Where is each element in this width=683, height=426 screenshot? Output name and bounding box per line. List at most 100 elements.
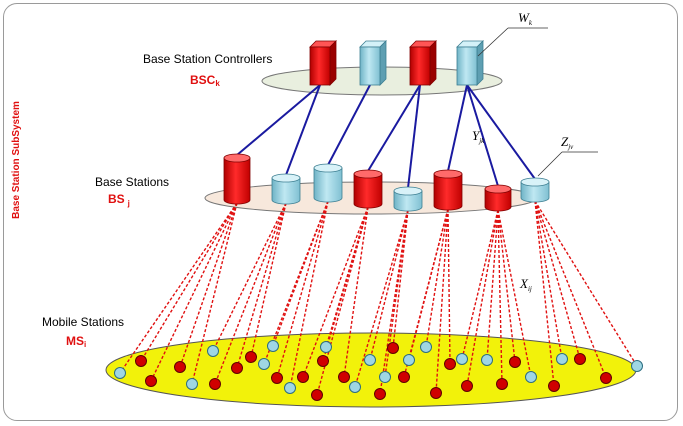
mobile-station-dot — [186, 378, 198, 390]
mobile-station-dot — [387, 342, 399, 354]
mobile-stations-plane — [105, 332, 637, 408]
svg-text:Wk: Wk — [518, 10, 533, 27]
mobile-station-dot — [317, 355, 329, 367]
station-link — [191, 202, 238, 385]
mobile-station-dot — [631, 360, 643, 372]
station-link — [497, 209, 503, 385]
svg-text:Xij: Xij — [519, 276, 532, 293]
station-link — [534, 200, 555, 387]
mobile-station-dot — [145, 375, 157, 387]
mobile-station-dot — [600, 372, 612, 384]
controller-link-group — [236, 84, 536, 189]
callout-w: Wk — [477, 10, 548, 57]
mobile-station-dot — [135, 355, 147, 367]
station-link — [392, 209, 409, 349]
ms-symbol: MSi — [66, 334, 86, 349]
station-link — [289, 200, 329, 389]
station-link — [276, 200, 329, 379]
bsc-title: Base Station Controllers — [143, 52, 272, 66]
mobile-station-dot — [207, 345, 219, 357]
mobile-station-dot — [349, 381, 361, 393]
mobile-station-dot — [525, 371, 537, 383]
mobile-station-dot — [556, 353, 568, 365]
station-link — [119, 202, 238, 374]
station-link — [534, 200, 607, 379]
mobile-station-dot — [245, 351, 257, 363]
station-link — [534, 200, 581, 360]
mobile-station-dot — [267, 340, 279, 352]
controller-link — [236, 84, 321, 156]
mobile-station-dot — [209, 378, 221, 390]
mobile-station-dot — [509, 356, 521, 368]
controller-box — [409, 40, 437, 86]
callout-x: Xij — [519, 276, 532, 293]
mobile-station-dot — [403, 354, 415, 366]
station-link — [435, 208, 449, 394]
station-link — [325, 206, 369, 348]
controller-link — [327, 84, 371, 166]
svg-text:Yjk: Yjk — [472, 128, 485, 145]
controller-link — [367, 84, 421, 172]
station-link — [236, 202, 287, 369]
station-link — [447, 208, 451, 365]
station-link — [263, 200, 329, 365]
callout-y: Yjk — [472, 128, 485, 145]
base-station-cylinder — [393, 186, 423, 212]
station-link — [272, 200, 329, 347]
callout-z: Zjv — [537, 134, 598, 177]
mobile-station-dot — [461, 380, 473, 392]
base-station-cylinder — [223, 153, 251, 205]
station-link — [140, 202, 238, 362]
mobile-station-dot — [430, 387, 442, 399]
base-station-cylinder — [484, 184, 512, 212]
bsc-symbol: BSCk — [190, 73, 220, 88]
station-link — [369, 209, 409, 361]
station-link — [486, 209, 499, 361]
controller-link — [466, 84, 536, 180]
base-station-cylinder — [313, 163, 343, 203]
mobile-station-dot — [574, 353, 586, 365]
station-link — [534, 200, 638, 367]
controller-link — [447, 84, 468, 172]
station-link — [150, 202, 238, 382]
mobile-station-dot — [114, 367, 126, 379]
station-link — [461, 209, 499, 360]
station-link — [250, 202, 287, 358]
mobile-station-dot — [548, 380, 560, 392]
mobile-station-dot — [379, 371, 391, 383]
mobile-station-dot — [338, 371, 350, 383]
station-link — [354, 209, 409, 388]
mobile-station-dot — [364, 354, 376, 366]
mobile-station-dot — [297, 371, 309, 383]
station-link — [343, 206, 369, 378]
base-station-cylinder — [433, 169, 463, 211]
station-link — [497, 209, 532, 378]
station-link — [425, 208, 449, 348]
station-link — [408, 208, 449, 361]
controller-box — [359, 40, 387, 86]
mobile-station-dot — [456, 353, 468, 365]
controller-box — [309, 40, 337, 86]
mobile-station-dot — [311, 389, 323, 401]
mobile-station-dot — [420, 341, 432, 353]
mobile-station-dot — [284, 382, 296, 394]
mobile-station-dot — [231, 362, 243, 374]
station-link — [214, 202, 287, 385]
mobile-station-group — [114, 340, 643, 401]
base-station-cylinder — [353, 169, 383, 209]
mobile-station-dot — [174, 361, 186, 373]
mobile-station-dot — [444, 358, 456, 370]
mobile-station-dot — [374, 388, 386, 400]
station-link — [212, 202, 287, 352]
mobile-station-dot — [258, 358, 270, 370]
bs-title: Base Stations — [95, 175, 169, 189]
base-station-cylinder — [271, 173, 301, 205]
controller-link — [285, 84, 321, 176]
side-label: Base Station SubSystem — [11, 101, 22, 219]
base-station-cylinder — [520, 177, 550, 203]
mobile-station-dot — [271, 372, 283, 384]
station-link — [497, 209, 516, 363]
mobile-station-dot — [481, 354, 493, 366]
